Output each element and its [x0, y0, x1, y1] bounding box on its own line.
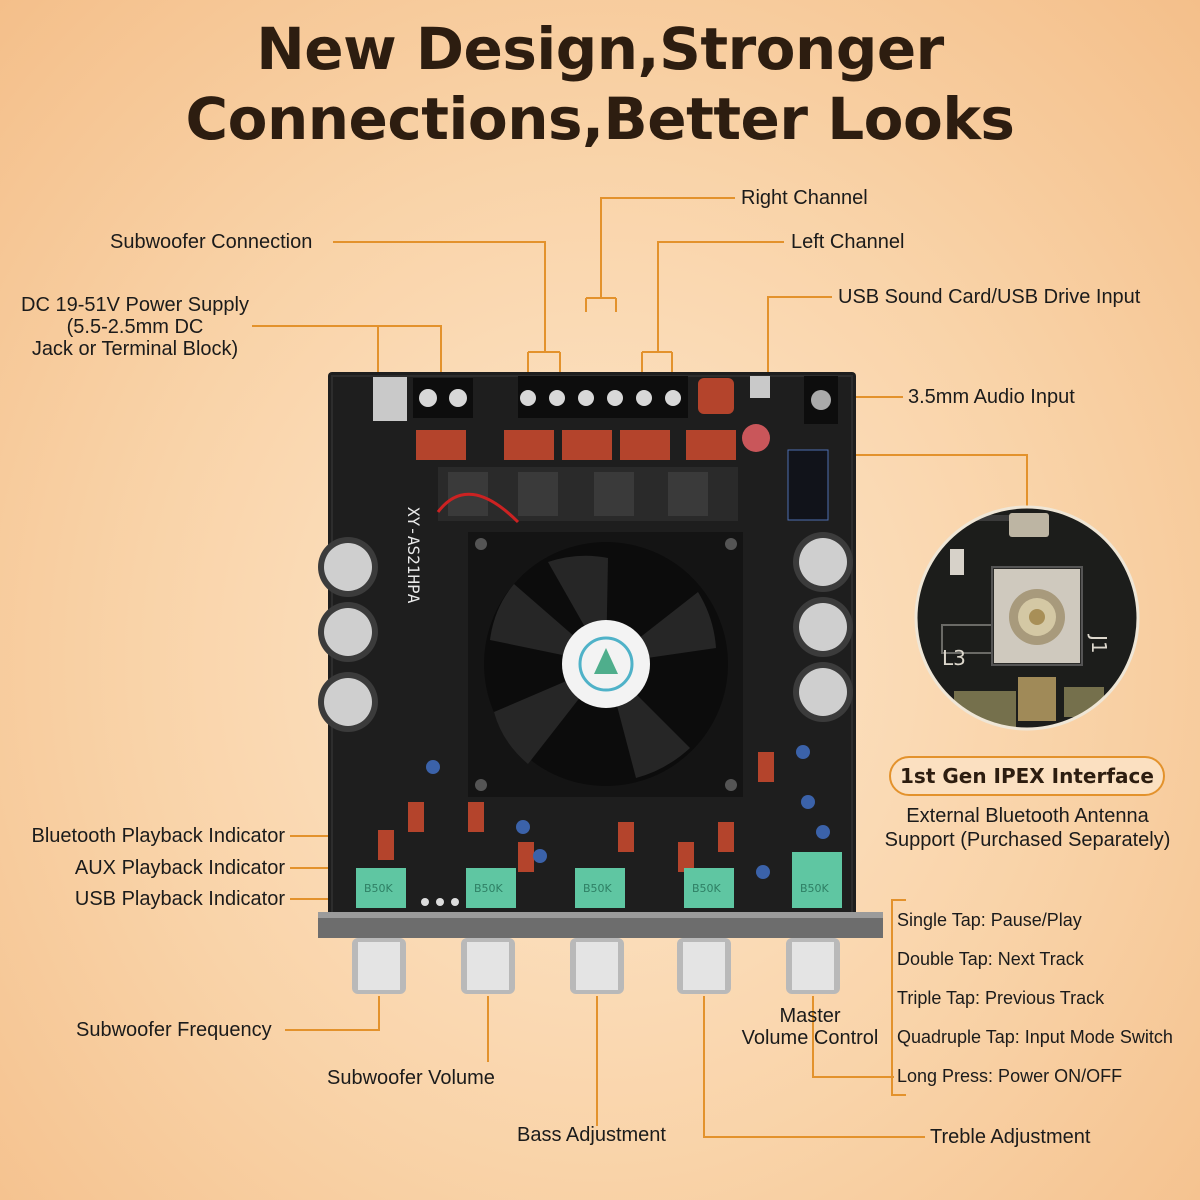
- knobs: [352, 938, 840, 994]
- headline-line-1: New Design,Stronger: [256, 15, 944, 83]
- ipex-description: External Bluetooth Antenna Support (Purc…: [870, 805, 1185, 851]
- master-action-single: Single Tap: Pause/Play: [897, 910, 1082, 930]
- power-supply-line-1: DC 19-51V Power Supply: [21, 294, 249, 316]
- master-action-triple: Triple Tap: Previous Track: [897, 988, 1105, 1008]
- power-supply-line-3: Jack or Terminal Block): [31, 338, 239, 360]
- master-volume-label: Master Volume Control: [735, 1005, 885, 1049]
- headline: New Design,Stronger Connections,Better L…: [0, 14, 1200, 154]
- bluetooth-indicator-label: Bluetooth Playback Indicator: [31, 825, 286, 847]
- dc-jack: [373, 377, 407, 421]
- pot-label-1: B50K: [364, 882, 394, 895]
- pot-label-4: B50K: [692, 882, 722, 895]
- master-action-long-press: Long Press: Power ON/OFF: [897, 1066, 1123, 1086]
- zoom-label-l3: L3: [942, 646, 966, 670]
- aux-indicator-label: AUX Playback Indicator: [74, 857, 285, 879]
- ipex-badge: 1st Gen IPEX Interface: [889, 756, 1165, 796]
- board-model-text: XY-AS21HPA: [404, 507, 423, 604]
- bass-adjustment-label: Bass Adjustment: [517, 1124, 666, 1146]
- usb-port: [750, 376, 770, 398]
- power-supply-label: DC 19-51V Power Supply (5.5-2.5mm DC Jac…: [0, 294, 270, 360]
- speaker-terminals: [518, 376, 688, 418]
- ipex-desc-line-1: External Bluetooth Antenna: [906, 805, 1149, 827]
- treble-adjustment-label: Treble Adjustment: [930, 1126, 1091, 1148]
- ipex-desc-line-2: Support (Purchased Separately): [884, 829, 1171, 851]
- pot-label-5: B50K: [800, 882, 830, 895]
- master-action-double: Double Tap: Next Track: [897, 949, 1084, 969]
- ipex-zoom-image: J1 L3: [914, 505, 1140, 731]
- subwoofer-volume-label: Subwoofer Volume: [327, 1067, 495, 1089]
- right-channel-label: Right Channel: [741, 187, 868, 209]
- subwoofer-frequency-label: Subwoofer Frequency: [76, 1019, 272, 1041]
- master-line-2: Volume Control: [741, 1027, 879, 1049]
- audio-input-label: 3.5mm Audio Input: [908, 386, 1075, 408]
- master-line-1: Master: [779, 1005, 841, 1027]
- pot-label-3: B50K: [583, 882, 613, 895]
- pot-label-2: B50K: [474, 882, 504, 895]
- left-channel-label: Left Channel: [791, 231, 905, 253]
- power-supply-line-2: (5.5-2.5mm DC: [66, 316, 204, 338]
- amplifier-board: XY-AS21HPA B50K B50K B50K B50K B50K: [318, 372, 883, 994]
- zoom-label-j1: J1: [1087, 633, 1111, 654]
- headline-line-2: Connections,Better Looks: [185, 85, 1015, 153]
- master-action-quadruple: Quadruple Tap: Input Mode Switch: [897, 1027, 1173, 1047]
- usb-input-label: USB Sound Card/USB Drive Input: [838, 286, 1141, 308]
- subwoofer-connection-label: Subwoofer Connection: [110, 231, 313, 253]
- usb-indicator-label: USB Playback Indicator: [74, 888, 285, 910]
